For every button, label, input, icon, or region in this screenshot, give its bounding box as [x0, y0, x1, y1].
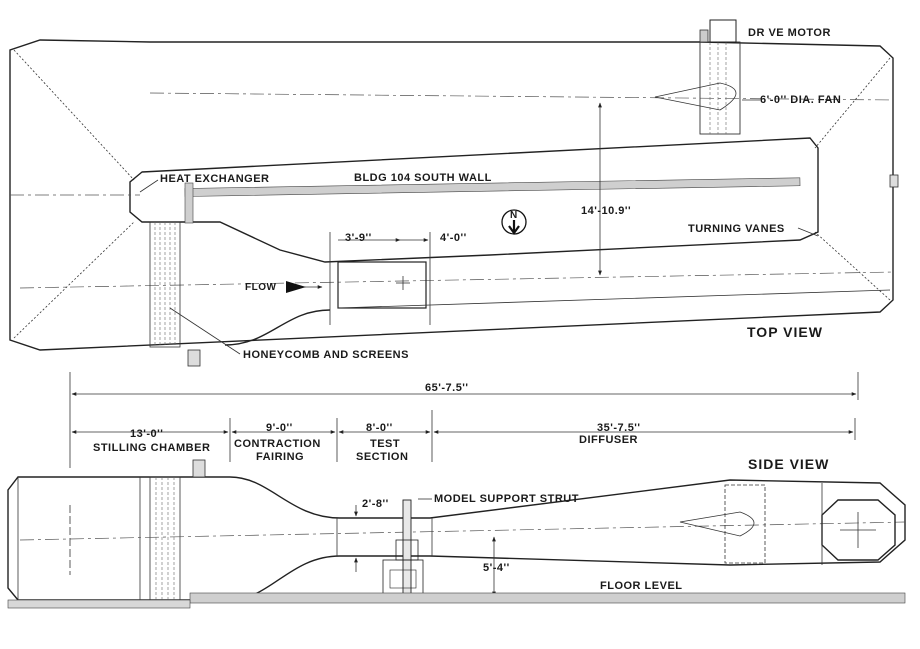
top-view-title: TOP VIEW	[747, 324, 823, 340]
side-fan	[679, 484, 766, 564]
south-wall-step	[184, 182, 194, 224]
segment-2-length: 9'-0''	[266, 422, 293, 434]
test-section-top	[337, 261, 427, 309]
fan-unit	[654, 19, 741, 135]
drive-motor-box	[709, 19, 737, 43]
north-label: N	[510, 210, 518, 221]
model-support-strut	[382, 499, 424, 596]
segment-2-name-2: FAIRING	[256, 451, 304, 463]
corner-vanes-top-right	[814, 57, 891, 149]
segment-2-name-1: CONTRACTION	[234, 438, 321, 450]
corner-vanes-bottom-left	[13, 221, 135, 339]
segment-3-name-1: TEST	[370, 438, 400, 450]
segment-1-length: 13'-0''	[130, 428, 163, 440]
corner-vanes-top-left	[13, 49, 135, 181]
fan-label: 6'-0'' DIA. FAN	[760, 94, 841, 106]
side-centerline	[19, 521, 906, 541]
test-height-dim: 2'-8''	[362, 498, 389, 510]
top-outer-outline	[9, 39, 894, 351]
heat-exchanger-label: HEAT EXCHANGER	[160, 173, 269, 185]
right-stub	[889, 174, 899, 188]
return-width-dim: 14'-10.9''	[581, 205, 631, 217]
honeycomb-label: HONEYCOMB AND SCREENS	[243, 349, 409, 361]
turning-vanes-label: TURNING VANES	[688, 223, 785, 235]
test-section-width-dim: 4'-0''	[440, 232, 467, 244]
honeycomb-screens-top	[149, 221, 181, 348]
south-wall-band	[184, 177, 801, 197]
drive-motor-label: DR VE MOTOR	[748, 27, 831, 39]
top-view: N 14'-10.9'' 3'-9'' 4'-0'' DR VE MOTOR 6…	[9, 19, 899, 367]
side-view-title: SIDE VIEW	[748, 456, 829, 472]
side-top-stub	[192, 459, 206, 478]
honeycomb-screens-side	[149, 476, 181, 601]
centerline-height-dim: 5'-4''	[483, 562, 510, 574]
flow-label: FLOW	[245, 282, 276, 293]
segment-1-name: STILLING CHAMBER	[93, 442, 210, 454]
model-support-label: MODEL SUPPORT STRUT	[434, 493, 579, 505]
floor-level-label: FLOOR LEVEL	[600, 580, 683, 592]
top-inner-island	[129, 137, 819, 263]
segment-3-length: 8'-0''	[366, 422, 393, 434]
corner-vanes-bottom-right	[814, 231, 891, 301]
floor-level-band	[189, 592, 906, 604]
test-leg-centerline	[19, 271, 894, 289]
contraction-width-dim: 3'-9''	[345, 232, 372, 244]
flow-arrow	[286, 281, 306, 293]
contraction-bottom-profile	[224, 309, 331, 346]
overall-length-dim: 65'-7.5''	[425, 382, 469, 394]
segment-4-length: 35'-7.5''	[597, 422, 641, 434]
south-wall-label: BLDG 104 SOUTH WALL	[354, 172, 492, 184]
segment-4-name: DIFFUSER	[579, 434, 638, 446]
segment-3-name-2: SECTION	[356, 451, 408, 463]
return-centerline	[149, 92, 894, 101]
overall-dimensions: 65'-7.5'' 13'-0'' STILLING CHAMBER 9'-0'…	[69, 372, 859, 468]
bottom-stub	[187, 349, 201, 367]
side-view: SIDE VIEW	[7, 456, 906, 609]
